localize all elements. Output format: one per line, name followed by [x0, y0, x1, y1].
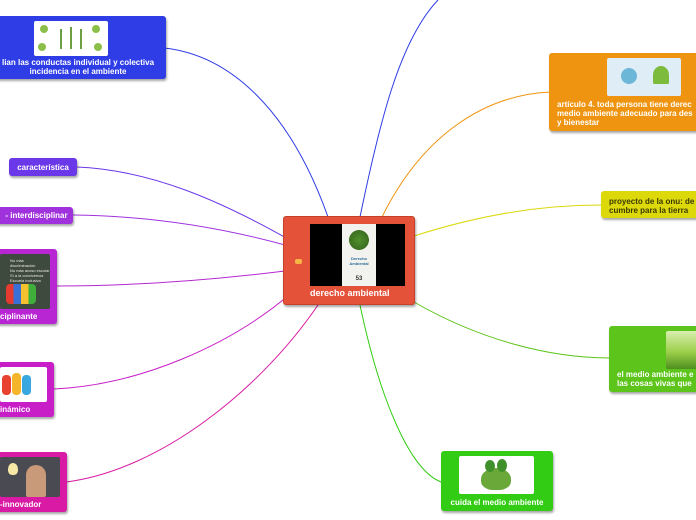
node-disciplinante-label: ciplinante — [0, 312, 38, 321]
node-medio-ambiente-label: el medio ambiente e las cosas vivas que — [617, 370, 694, 388]
person-icon — [22, 375, 31, 395]
tree-icon — [485, 460, 495, 472]
connector-to-proyecto-onu — [413, 204, 602, 237]
lightbulb-person-image — [0, 457, 60, 497]
plant-icon — [653, 66, 669, 84]
connector-to-articulo4 — [381, 91, 552, 218]
node-cuida[interactable]: cuida el medio ambiente — [441, 451, 553, 511]
node-disciplinante[interactable]: No más discriminación No más acoso escol… — [0, 249, 57, 324]
chalkboard-image: No más discriminación No más acoso escol… — [0, 254, 50, 309]
node-innovador[interactable]: -innovador — [0, 452, 67, 512]
node-conductas[interactable]: lian las conductas individual y colectiv… — [0, 16, 166, 79]
node-proyecto-onu-label: proyecto de la onu: de cumbre para la ti… — [609, 197, 695, 215]
lightbulb-icon — [8, 463, 18, 475]
node-caracteristica[interactable]: característica — [9, 158, 77, 176]
node-caracteristica-label: característica — [17, 163, 69, 172]
node-innovador-label: -innovador — [0, 500, 42, 509]
node-proyecto-onu[interactable]: proyecto de la onu: de cumbre para la ti… — [601, 191, 696, 218]
connector-to-cuida — [359, 304, 442, 483]
wind-turbine-icon — [70, 27, 72, 49]
node-dinamico[interactable]: inámico — [0, 362, 54, 417]
eco-icon — [38, 43, 46, 51]
eco-icon — [40, 25, 48, 33]
connector-to-conductas — [163, 47, 329, 218]
connector-to-disciplinante — [55, 270, 286, 287]
connector-to-dinamico — [53, 294, 290, 390]
wind-turbines-image — [34, 21, 108, 56]
book-cover-image: Derecho Ambiental 53 — [342, 224, 376, 286]
person-icon — [2, 375, 11, 395]
tree-icon — [497, 459, 507, 472]
wind-turbine-icon — [80, 29, 82, 49]
book-title: Derecho Ambiental — [349, 256, 369, 266]
person-figure — [26, 465, 46, 497]
node-interdisciplinar[interactable]: - interdisciplinar — [0, 207, 73, 224]
colorful-people-image — [0, 367, 47, 402]
earth-trees-image — [459, 456, 534, 494]
node-medio-ambiente[interactable]: el medio ambiente e las cosas vivas que — [609, 326, 696, 392]
book-number: 53 — [355, 276, 363, 282]
wind-turbine-icon — [60, 29, 62, 49]
earth-icon — [481, 468, 511, 490]
person-icon — [12, 373, 21, 395]
node-articulo4-label: artículo 4. toda persona tiene derec med… — [557, 100, 693, 127]
connector-to-innovador — [65, 304, 319, 483]
eco-icon — [94, 43, 102, 51]
eco-icon — [92, 25, 100, 33]
connector-to-medio-ambiente — [413, 301, 611, 359]
central-video-thumbnail[interactable]: Derecho Ambiental 53 — [310, 224, 405, 286]
node-articulo4[interactable]: artículo 4. toda persona tiene derec med… — [549, 53, 696, 131]
globe-icon — [621, 68, 637, 84]
central-topic-label: derecho ambiental — [310, 288, 390, 298]
chalkboard-text: No más discriminación No más acoso escol… — [10, 258, 50, 283]
green-nature-image — [666, 331, 696, 369]
node-dinamico-label: inámico — [0, 405, 31, 414]
connector-to-top-offscreen — [359, 0, 439, 218]
tree-image — [348, 228, 370, 252]
node-cuida-label: cuida el medio ambiente — [450, 498, 544, 507]
connector-to-caracteristica — [76, 166, 296, 244]
central-topic[interactable]: Derecho Ambiental 53 derecho ambiental — [283, 216, 415, 305]
central-icon — [295, 259, 302, 264]
children-figures-image — [6, 284, 36, 304]
node-conductas-label: lian las conductas individual y colectiv… — [1, 58, 155, 76]
connector-to-interdisciplinar — [72, 214, 286, 246]
hands-globe-image — [607, 58, 681, 96]
node-interdisciplinar-label: - interdisciplinar — [5, 211, 68, 220]
